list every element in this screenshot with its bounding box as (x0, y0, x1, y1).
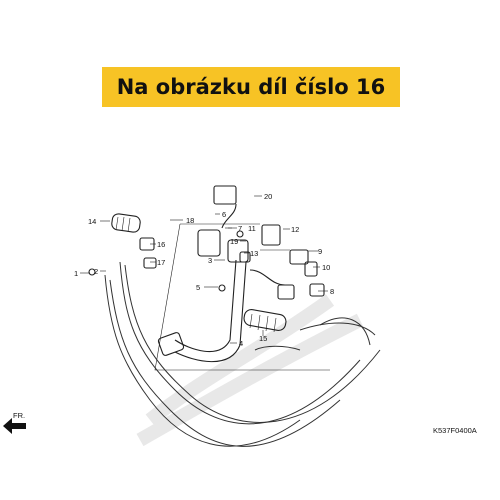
callout-1: 1 (74, 269, 78, 278)
callout-18: 18 (186, 216, 194, 225)
banner-text: Na obrázku díl číslo 16 (116, 75, 386, 99)
callout-11: 11 (248, 224, 256, 233)
callout-9: 9 (318, 247, 322, 256)
callout-12: 12 (291, 225, 299, 234)
callout-labels: 1 2 3 4 5 6 7 8 9 10 11 12 13 14 15 16 1… (74, 192, 334, 348)
handlebar-pipe (157, 259, 247, 363)
callout-3: 3 (208, 256, 212, 265)
callout-14: 14 (88, 217, 96, 226)
drawing-code: K537F0400A (433, 426, 477, 435)
callout-15: 15 (259, 334, 267, 343)
callout-16: 16 (157, 240, 165, 249)
callout-7: 7 (238, 224, 242, 233)
frame-lines (154, 223, 330, 371)
callout-19: 19 (230, 237, 238, 246)
direction-label: FR. (13, 411, 25, 420)
leader-lines (80, 195, 328, 344)
callout-6: 6 (222, 210, 226, 219)
callout-20: 20 (264, 192, 272, 201)
watermark (136, 294, 364, 447)
callout-4: 4 (239, 339, 243, 348)
switch-parts (88, 185, 325, 300)
callout-5: 5 (196, 283, 200, 292)
callout-8: 8 (330, 287, 334, 296)
front-direction-marker: FR. (3, 411, 26, 434)
callout-2: 2 (94, 267, 98, 276)
part-number-banner: Na obrázku díl číslo 16 (102, 67, 400, 107)
left-grip-part (111, 213, 141, 233)
right-grip-part (243, 309, 287, 333)
callout-13: 13 (250, 249, 258, 258)
callout-17: 17 (157, 258, 165, 267)
callout-10: 10 (322, 263, 330, 272)
cables (104, 261, 381, 447)
